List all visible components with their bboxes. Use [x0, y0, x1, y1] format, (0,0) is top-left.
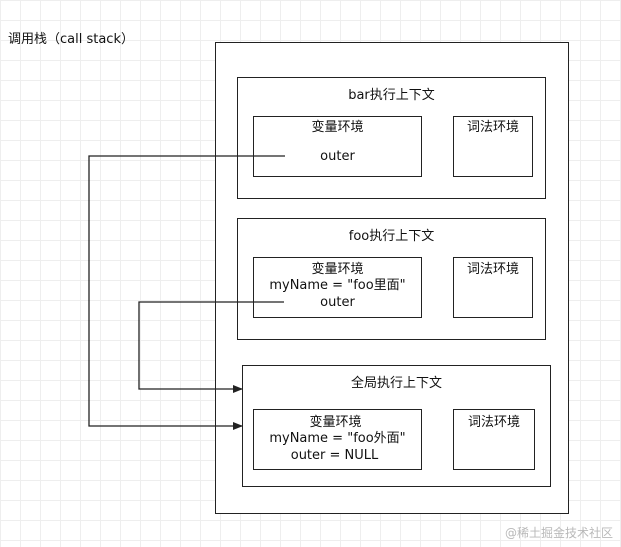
- global-lexical-env-box: 词法环境: [453, 409, 535, 470]
- watermark: @稀土掘金技术社区: [504, 526, 613, 540]
- bar-context-header: bar执行上下文: [348, 88, 435, 103]
- diagram-title: 调用栈（call stack）: [8, 32, 134, 47]
- foo-lexical-env-title: 词法环境: [466, 262, 519, 277]
- global-variable-env-line-1: myName = "foo外面": [269, 431, 406, 446]
- global-variable-env-title: 变量环境: [309, 415, 362, 430]
- bar-lexical-env-title: 词法环境: [466, 120, 519, 135]
- foo-context-header: foo执行上下文: [348, 229, 435, 244]
- bar-variable-env-title: 变量环境: [311, 120, 364, 135]
- foo-lexical-env-box: 词法环境: [453, 257, 533, 318]
- global-context-header: 全局执行上下文: [350, 376, 442, 391]
- global-lexical-env-title: 词法环境: [467, 415, 520, 430]
- foo-variable-env-title: 变量环境: [311, 262, 364, 277]
- bar-variable-env-line-1: outer: [320, 149, 355, 164]
- foo-variable-env-box: 变量环境 myName = "foo里面" outer: [253, 257, 422, 318]
- global-variable-env-box: 变量环境 myName = "foo外面" outer = NULL: [253, 409, 422, 470]
- bar-variable-env-box: 变量环境 outer: [253, 116, 422, 177]
- global-variable-env-line-2: outer = NULL: [290, 448, 379, 463]
- foo-variable-env-line-1: myName = "foo里面": [269, 278, 406, 293]
- foo-variable-env-line-2: outer: [320, 295, 355, 310]
- bar-lexical-env-box: 词法环境: [453, 116, 533, 177]
